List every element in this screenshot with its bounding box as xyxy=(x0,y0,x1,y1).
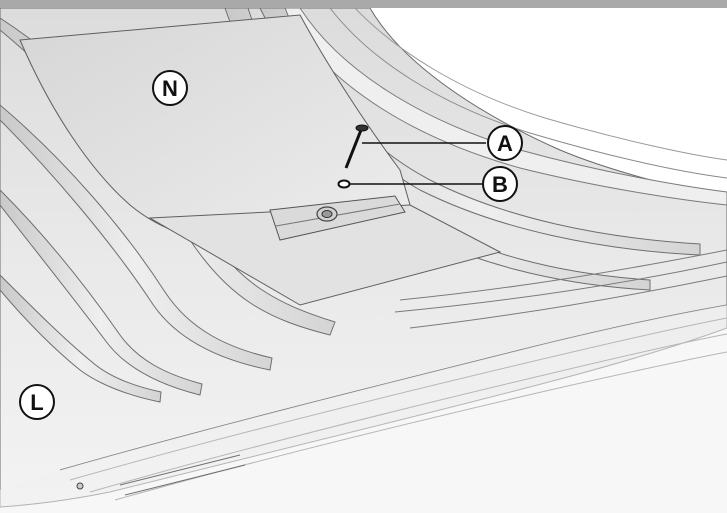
screw-a xyxy=(344,129,363,169)
panel-tray xyxy=(269,195,406,241)
front-lip-fill xyxy=(0,305,727,513)
screw-boss-inner xyxy=(321,210,333,218)
callout-n: N xyxy=(152,70,188,106)
svg-text:A: A xyxy=(497,131,513,156)
svg-text:B: B xyxy=(492,172,508,197)
upper-shell-inner-2 xyxy=(354,7,727,161)
lower-slots xyxy=(119,454,246,496)
upper-shell-inner xyxy=(329,7,727,179)
callout-b: B xyxy=(482,166,518,202)
tray-edge xyxy=(275,203,401,227)
top-bar xyxy=(0,0,727,8)
mount-hole xyxy=(76,482,84,490)
svg-text:N: N xyxy=(162,76,178,101)
right-edge xyxy=(394,249,727,329)
svg-text:L: L xyxy=(30,390,43,415)
callout-a: A xyxy=(487,125,523,161)
callout-l: L xyxy=(19,384,55,420)
screw-a-head xyxy=(355,124,369,132)
washer-b xyxy=(337,179,351,189)
